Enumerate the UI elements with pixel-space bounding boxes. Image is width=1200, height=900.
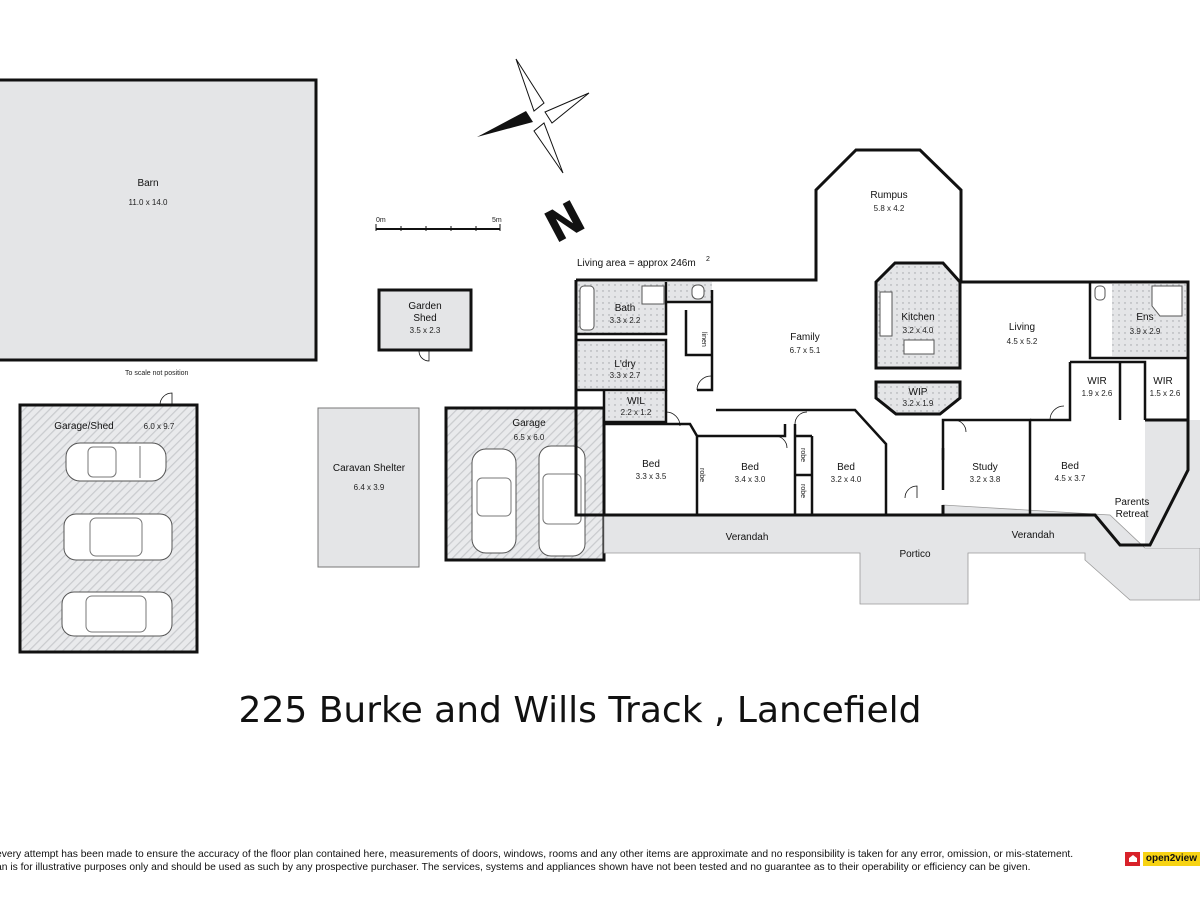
wir-1-label: WIR	[1087, 376, 1106, 387]
wip-label: WIP	[909, 387, 928, 398]
study-dim: 3.2 x 3.8	[970, 475, 1001, 484]
bed-3-label: Bed	[837, 462, 855, 473]
open2view-logo: open2view	[1125, 851, 1200, 867]
garden-shed: Garden Shed 3.5 x 2.3	[377, 288, 473, 362]
garden-shed-label-1: Garden	[408, 301, 441, 312]
garage-shed-dim: 6.0 x 9.7	[144, 422, 175, 431]
verandah: Verandah Verandah Portico	[603, 504, 1200, 605]
verandah-label-left: Verandah	[726, 532, 769, 543]
caravan-shelter-dim: 6.4 x 3.9	[354, 483, 385, 492]
family-dim: 6.7 x 5.1	[790, 346, 821, 355]
logo-text: open2view	[1142, 852, 1200, 866]
garden-shed-dim: 3.5 x 2.3	[410, 326, 441, 335]
bed-3-dim: 3.2 x 4.0	[831, 475, 862, 484]
disclaimer: every attempt has been made to ensure th…	[0, 848, 1115, 874]
bed-2-label: Bed	[741, 462, 759, 473]
parents-retreat-label-2: Retreat	[1116, 509, 1149, 520]
scale-start: 0m	[376, 217, 386, 224]
wet-areas: Bath 3.3 x 2.2 L'dry 3.3 x 2.7 WIL 2.2 x…	[576, 282, 714, 424]
rumpus-dim: 5.8 x 4.2	[874, 204, 905, 213]
scale-note: To scale not position	[125, 370, 189, 377]
barn-label: Barn	[137, 178, 158, 189]
living-area-label: Living area = approx 246m	[577, 258, 696, 269]
kitchen-label: Kitchen	[901, 312, 934, 323]
disclaimer-line-1: every attempt has been made to ensure th…	[0, 849, 1074, 860]
bed-4-dim: 4.5 x 3.7	[1055, 474, 1086, 483]
garage-shed-label: Garage/Shed	[54, 421, 114, 432]
kitchen: Kitchen 3.2 x 4.0 WIP 3.2 x 1.9	[874, 261, 962, 416]
living-label: Living	[1009, 322, 1035, 333]
bath-dim: 3.3 x 2.2	[610, 316, 641, 325]
bedroom-walls	[604, 408, 1032, 515]
wil-label: WIL	[627, 396, 645, 407]
house-icon	[1125, 852, 1140, 866]
bed-2-dim: 3.4 x 3.0	[735, 475, 766, 484]
garage-label: Garage	[512, 418, 546, 429]
linen-label: linen	[700, 332, 707, 347]
study-label: Study	[972, 462, 998, 473]
robe-label-2: robe	[799, 448, 806, 462]
laundry-dim: 3.3 x 2.7	[610, 371, 641, 380]
family-label: Family	[790, 332, 819, 343]
car-icon	[471, 448, 517, 554]
car-icon	[538, 445, 586, 557]
bed-4-label: Bed	[1061, 461, 1079, 472]
scale-bar: 0m 5m	[375, 217, 502, 231]
robe-label-3: robe	[799, 484, 806, 498]
living-area-superscript: 2	[706, 256, 710, 263]
caravan-shelter: Caravan Shelter 6.4 x 3.9	[317, 407, 420, 568]
wil-dim: 2.2 x 1.2	[621, 408, 652, 417]
compass-icon: N	[477, 58, 593, 254]
barn-dim: 11.0 x 14.0	[129, 198, 169, 207]
laundry-label: L'dry	[614, 359, 635, 370]
house-walls	[574, 148, 1190, 547]
rumpus-label: Rumpus	[870, 190, 907, 201]
wir-2-label: WIR	[1153, 376, 1172, 387]
ensuite: Ens 3.9 x 2.9 WIR 1.9 x 2.6 WIR 1.5 x 2.…	[1030, 282, 1188, 422]
wir-2-dim: 1.5 x 2.6	[1150, 389, 1181, 398]
kitchen-dim: 3.2 x 4.0	[903, 326, 934, 335]
compass-north-label: N	[537, 191, 593, 253]
car-icon	[63, 513, 173, 561]
property-address: 225 Burke and Wills Track , Lancefield	[238, 690, 922, 731]
garage-dim: 6.5 x 6.0	[514, 433, 545, 442]
parents-retreat-label-1: Parents	[1115, 497, 1149, 508]
caravan-shelter-label: Caravan Shelter	[333, 463, 406, 474]
garden-shed-label-2: Shed	[413, 313, 436, 324]
wip-dim: 3.2 x 1.9	[903, 399, 934, 408]
wir-1-dim: 1.9 x 2.6	[1082, 389, 1113, 398]
car-icon	[65, 442, 167, 482]
portico-label: Portico	[899, 549, 931, 560]
door-swings	[665, 375, 1065, 499]
living-dim: 4.5 x 5.2	[1007, 337, 1038, 346]
verandah-label-right: Verandah	[1012, 530, 1055, 541]
bed-1-label: Bed	[642, 459, 660, 470]
scale-end: 5m	[492, 217, 502, 224]
ensuite-label: Ens	[1136, 312, 1153, 323]
car-icon	[61, 591, 173, 637]
bed-1-dim: 3.3 x 3.5	[636, 472, 667, 481]
barn: Barn 11.0 x 14.0	[0, 78, 318, 362]
garage: Garage 6.5 x 6.0	[444, 406, 606, 562]
disclaimer-line-2: an is for illustrative purposes only and…	[0, 862, 1031, 873]
bath-label: Bath	[615, 303, 636, 314]
garage-shed: Garage/Shed 6.0 x 9.7	[18, 392, 199, 654]
ensuite-dim: 3.9 x 2.9	[1130, 327, 1161, 336]
robe-label-1: robe	[698, 468, 705, 482]
